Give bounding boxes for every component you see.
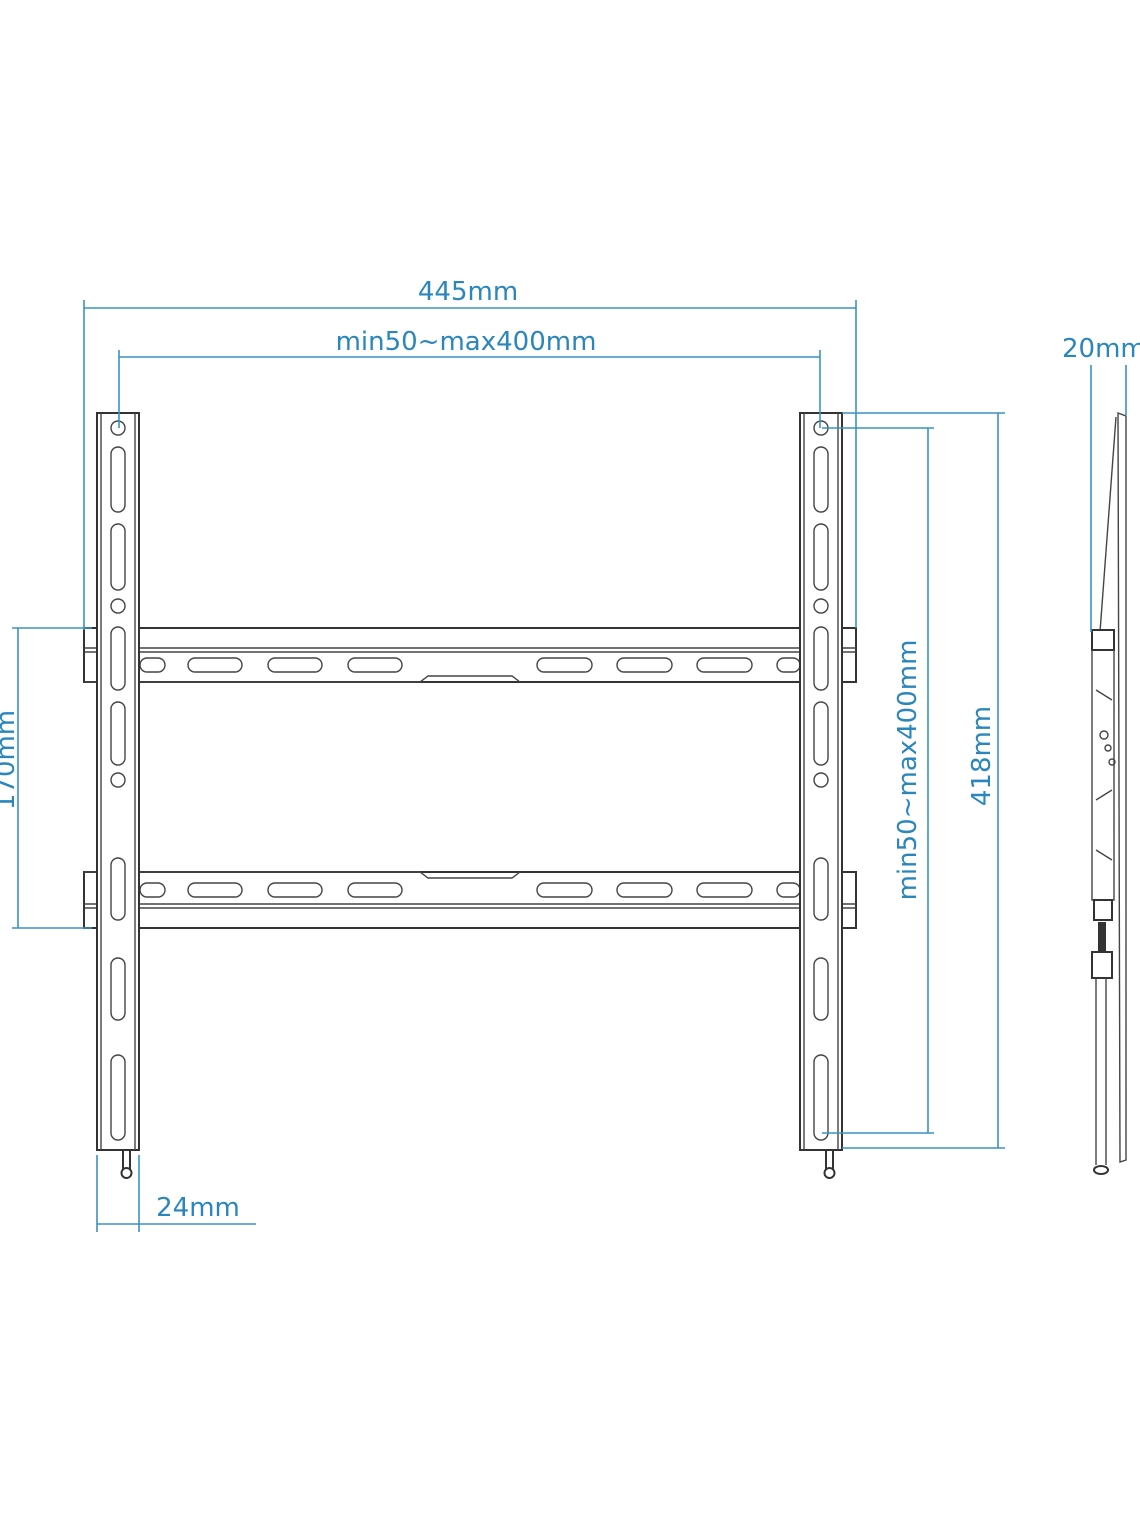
rail-slot bbox=[110, 957, 126, 1021]
bar-slot bbox=[536, 657, 593, 673]
bar-slot bbox=[347, 657, 403, 673]
bar-slot bbox=[616, 657, 673, 673]
bottom-wall-bar bbox=[83, 871, 857, 929]
vesa-horizontal-label: min50~max400mm bbox=[336, 327, 597, 357]
rail-slot bbox=[813, 523, 829, 591]
mount-hole bbox=[110, 420, 126, 436]
mount-hole bbox=[813, 598, 829, 614]
bar-slot bbox=[616, 882, 673, 898]
rail-slot bbox=[813, 857, 829, 921]
side-view bbox=[1091, 411, 1127, 1175]
dim-overall-width: 445mm bbox=[83, 277, 857, 630]
rail-slot bbox=[813, 1054, 829, 1141]
dim-overall-height: 418mm bbox=[842, 412, 1005, 1149]
rail-slot bbox=[813, 957, 829, 1021]
rail-slot bbox=[813, 446, 829, 513]
bar-slot bbox=[347, 882, 403, 898]
dim-rail-width: 24mm bbox=[96, 1155, 256, 1232]
right-tv-rail bbox=[799, 412, 843, 1179]
dim-depth: 20mm bbox=[1062, 334, 1140, 632]
mount-hole bbox=[110, 598, 126, 614]
overall-width-label: 445mm bbox=[418, 277, 518, 307]
rail-width-label: 24mm bbox=[156, 1193, 240, 1223]
bar-slot bbox=[696, 882, 753, 898]
bar-slot bbox=[696, 657, 753, 673]
bar-slot bbox=[267, 882, 323, 898]
rail-slot bbox=[813, 626, 829, 691]
rail-slot bbox=[813, 701, 829, 766]
vesa-vertical-label: min50~max400mm bbox=[893, 640, 923, 901]
bar-slot bbox=[187, 882, 243, 898]
rail-slot bbox=[110, 857, 126, 921]
left-tv-rail bbox=[96, 412, 140, 1179]
top-wall-bar bbox=[83, 627, 857, 683]
rail-slot bbox=[110, 1054, 126, 1141]
bar-height-label: 170mm bbox=[0, 710, 21, 810]
bar-slot bbox=[536, 882, 593, 898]
depth-label: 20mm bbox=[1062, 334, 1140, 364]
rail-slot bbox=[110, 523, 126, 591]
rail-slot bbox=[110, 446, 126, 513]
dim-vesa-horizontal: min50~max400mm bbox=[118, 327, 821, 428]
bar-slot bbox=[267, 657, 323, 673]
mount-hole bbox=[813, 772, 829, 788]
rail-slot bbox=[110, 701, 126, 766]
mount-hole bbox=[110, 772, 126, 788]
overall-height-label: 418mm bbox=[967, 706, 997, 806]
rail-slot bbox=[110, 626, 126, 691]
dim-bar-height: 170mm bbox=[0, 627, 92, 929]
dim-vesa-vertical: min50~max400mm bbox=[822, 427, 934, 1134]
bar-slot bbox=[187, 657, 243, 673]
